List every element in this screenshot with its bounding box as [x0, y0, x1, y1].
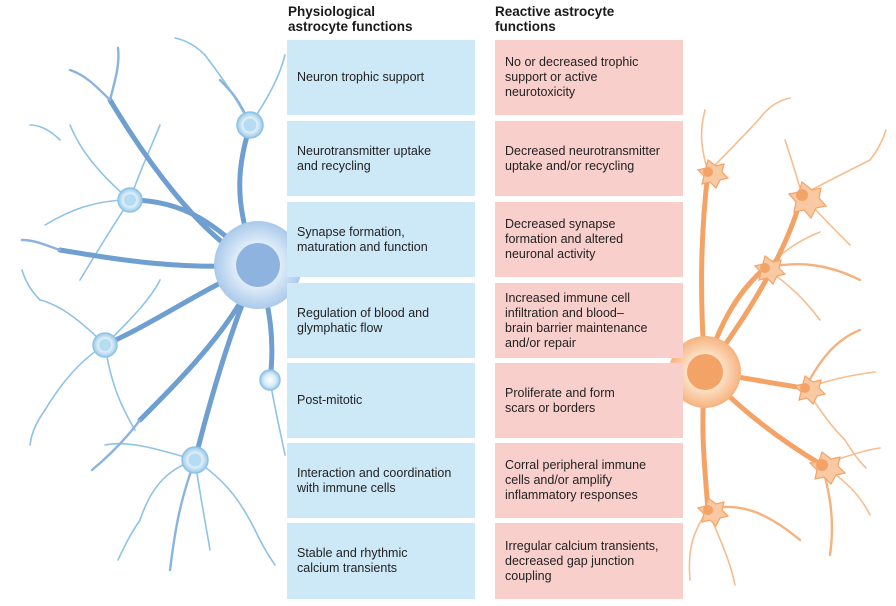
physiological-function-box: Interaction and coordination with immune…: [287, 443, 475, 518]
reactive-function-box: Proliferate and form scars or borders: [495, 363, 683, 438]
physiological-function-box: Synapse formation, maturation and functi…: [287, 202, 475, 277]
reactive-function-box: Increased immune cell infiltration and b…: [495, 283, 683, 358]
physiological-header: Physiological astrocyte functions: [288, 4, 413, 34]
physiological-function-box: Neuron trophic support: [287, 40, 475, 115]
reactive-function-box: Decreased neurotransmitter uptake and/or…: [495, 121, 683, 196]
reactive-function-box: No or decreased trophic support or activ…: [495, 40, 683, 115]
reactive-astrocyte-illustration: [669, 97, 887, 586]
physiological-function-box: Regulation of blood and glymphatic flow: [287, 283, 475, 358]
physiological-function-box: Neurotransmitter uptake and recycling: [287, 121, 475, 196]
reactive-function-box: Irregular calcium transients, decreased …: [495, 523, 683, 599]
physiological-function-box: Post-mitotic: [287, 363, 475, 438]
physiological-function-box: Stable and rhythmic calcium transients: [287, 523, 475, 599]
healthy-astrocyte-illustration: [20, 37, 302, 572]
reactive-function-box: Decreased synapse formation and altered …: [495, 202, 683, 277]
reactive-function-box: Corral peripheral immune cells and/or am…: [495, 443, 683, 518]
reactive-header: Reactive astrocyte functions: [495, 4, 615, 34]
